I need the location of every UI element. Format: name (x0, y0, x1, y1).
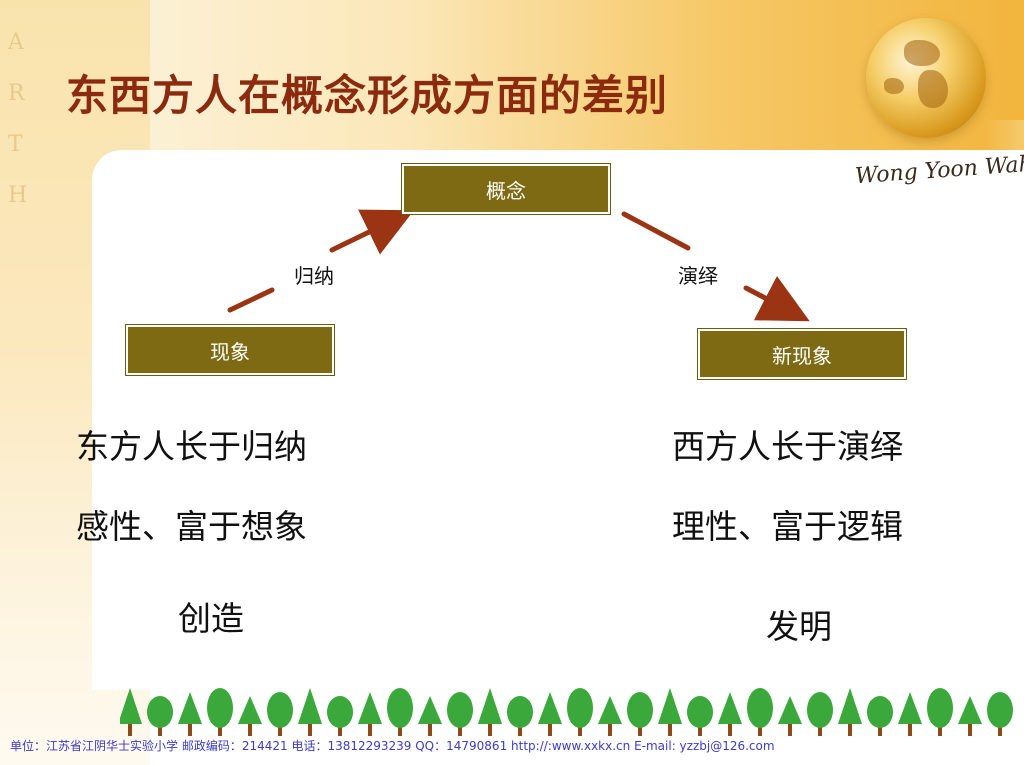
west-line-2: 理性、富于逻辑 (672, 507, 903, 546)
tree-icon (687, 696, 713, 736)
tree-row (120, 688, 1013, 736)
tree-icon (778, 696, 802, 736)
tree-icon (807, 692, 833, 736)
edge-label-induction: 归纳 (294, 264, 334, 288)
arrow-deduction-lower (743, 275, 810, 322)
side-decoration: A R T H (8, 30, 58, 234)
tree-icon (838, 688, 862, 736)
tree-icon (987, 692, 1013, 736)
side-letter: A (8, 30, 24, 55)
side-letter: T (8, 132, 23, 157)
tree-icon (447, 692, 473, 736)
node-phenomenon: 现象 (126, 325, 334, 375)
tree-icon (958, 696, 982, 736)
tree-icon (267, 692, 293, 736)
east-line-2: 感性、富于想象 (76, 507, 307, 546)
tree-icon (867, 696, 893, 736)
tree-icon (927, 688, 953, 736)
tree-icon (387, 688, 413, 736)
arrow-induction-lower (227, 287, 275, 313)
edge-label-deduction: 演绎 (678, 264, 718, 288)
tree-icon (207, 688, 233, 736)
tree-icon (120, 688, 142, 736)
tree-icon (147, 696, 173, 736)
arrow-induction-upper (329, 209, 414, 255)
side-letter: H (8, 183, 28, 208)
tree-icon (507, 696, 533, 736)
side-letter: R (8, 81, 25, 106)
tree-icon (478, 688, 502, 736)
tree-icon (658, 688, 682, 736)
tree-icon (178, 692, 202, 736)
tree-icon (238, 696, 262, 736)
west-line-3: 发明 (766, 607, 832, 646)
tree-icon (538, 692, 562, 736)
slide-title: 东西方人在概念形成方面的差别 (66, 71, 669, 120)
tree-icon (898, 692, 922, 736)
tree-icon (298, 688, 322, 736)
footer-info: 单位：江苏省江阴华士实验小学 邮政编码：214421 电话：1381229323… (10, 739, 775, 753)
node-new-phenomenon: 新现象 (698, 329, 906, 379)
globe-icon (866, 18, 986, 138)
tree-icon (418, 696, 442, 736)
tree-icon (747, 688, 773, 736)
tree-icon (567, 688, 593, 736)
arrow-deduction-upper (621, 211, 691, 251)
east-line-1: 东方人长于归纳 (76, 427, 307, 466)
tree-icon (327, 696, 353, 736)
header-background (0, 0, 1024, 160)
node-concept: 概念 (402, 164, 610, 214)
west-line-1: 西方人长于演绎 (672, 427, 903, 466)
tree-icon (358, 692, 382, 736)
tree-icon (598, 696, 622, 736)
east-line-3: 创造 (178, 599, 244, 638)
content-panel (92, 150, 1024, 690)
tree-icon (718, 692, 742, 736)
tree-icon (627, 692, 653, 736)
